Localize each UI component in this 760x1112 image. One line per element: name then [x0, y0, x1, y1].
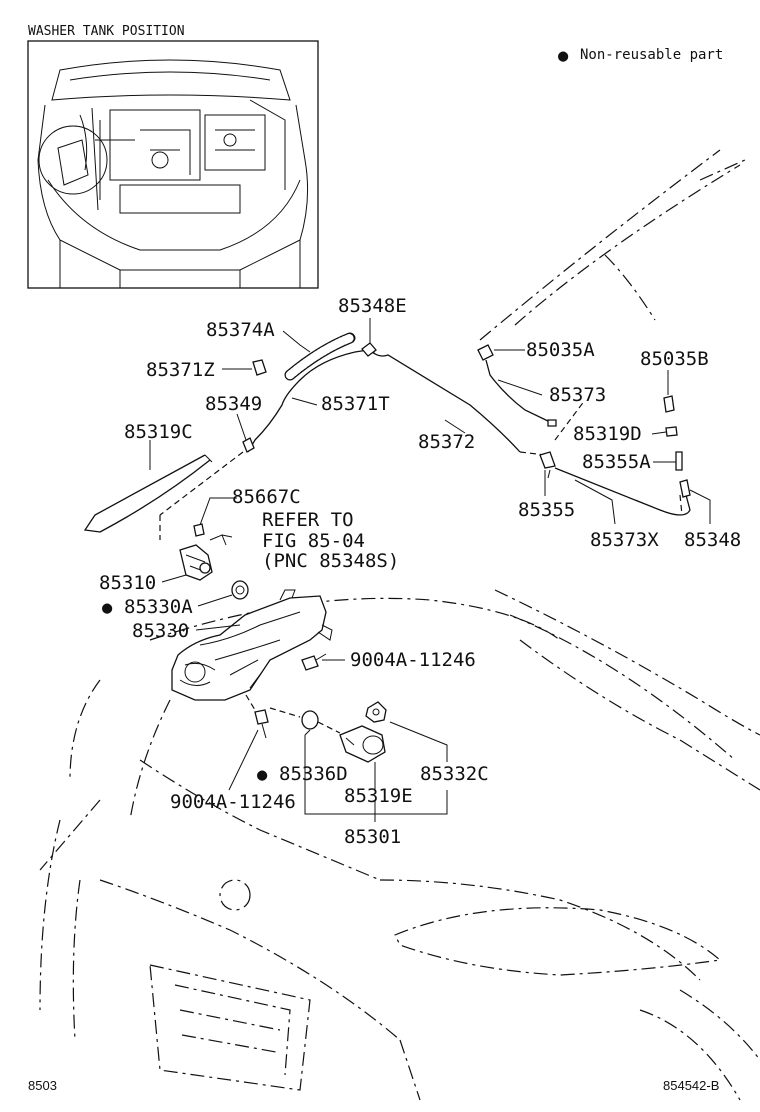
label-85301: 85301	[344, 826, 401, 848]
joint-85349	[242, 437, 255, 453]
corrugated-tube-85374A	[284, 332, 356, 381]
label-85035A: 85035A	[526, 339, 595, 361]
hose-85373	[485, 359, 551, 423]
refer-to-line-3: (PNC 85348S)	[262, 550, 399, 572]
label-9004A-11246-right: 9004A-11246	[350, 649, 476, 671]
label-85319D: 85319D	[573, 423, 642, 445]
clip-85319D	[665, 426, 678, 437]
inset-title: WASHER TANK POSITION	[28, 24, 185, 39]
hose-85319C	[83, 454, 211, 533]
label-85371T: 85371T	[321, 393, 390, 415]
part-labels: 85348E 85374A 85371Z 85349 85371T 85319C…	[99, 295, 741, 848]
hose-85373X	[554, 467, 691, 516]
label-85667C: 85667C	[232, 486, 301, 508]
washer-tank-85330	[171, 589, 333, 701]
label-85310: 85310	[99, 572, 156, 594]
label-85319E: 85319E	[344, 785, 413, 807]
label-85374A: 85374A	[206, 319, 275, 341]
inset-panel: WASHER TANK POSITION	[27, 24, 319, 289]
nozzle-85035A	[477, 344, 494, 361]
bolt-9004A-left	[254, 709, 269, 739]
label-85348: 85348	[684, 529, 741, 551]
label-85349: 85349	[205, 393, 262, 415]
joint-85355	[539, 451, 556, 469]
washer-tank-highlight-circle	[38, 125, 108, 195]
nonreusable-mark-85330A: ●	[102, 598, 113, 618]
label-85035B: 85035B	[640, 348, 709, 370]
clip-85667C	[193, 523, 205, 537]
ring-85336D	[301, 710, 319, 730]
label-85330: 85330	[132, 620, 189, 642]
clip-85371Z	[252, 359, 267, 376]
leader-lines	[149, 318, 711, 822]
grommet-85330A	[231, 580, 249, 600]
motor-85319E	[339, 725, 386, 763]
label-85355A: 85355A	[582, 451, 651, 473]
joint-85348	[679, 479, 691, 498]
legend-symbol: ●	[558, 46, 569, 66]
label-85319C: 85319C	[124, 421, 193, 443]
pump-85310	[179, 544, 213, 581]
legend-text: Non-reusable part	[580, 47, 723, 63]
label-85373X: 85373X	[590, 529, 659, 551]
hose-assembly	[83, 332, 691, 763]
nut-85332C	[365, 701, 387, 723]
label-85372: 85372	[418, 431, 475, 453]
label-85373: 85373	[549, 384, 606, 406]
label-85332C: 85332C	[420, 763, 489, 785]
nonreusable-mark-85336D: ●	[257, 765, 268, 785]
label-85330A: 85330A	[124, 596, 193, 618]
label-85355: 85355	[518, 499, 575, 521]
clip-85355A	[675, 451, 683, 471]
joint-85348E	[361, 342, 377, 357]
refer-to-line-1: REFER TO	[262, 509, 354, 531]
label-85348E: 85348E	[338, 295, 407, 317]
inset-frame	[27, 40, 319, 289]
label-85371Z: 85371Z	[146, 359, 215, 381]
footer-figure-number: 8503	[28, 1078, 57, 1093]
bolt-9004A-right	[301, 653, 327, 671]
inset-engine-bay-illustration	[37, 59, 309, 288]
legend: ● Non-reusable part	[558, 46, 723, 66]
footer-illustration-id: 854542-B	[663, 1078, 719, 1093]
refer-to-line-2: FIG 85-04	[262, 530, 365, 552]
nozzle-85035B	[663, 395, 675, 413]
vehicle-outline	[39, 149, 760, 1101]
label-9004A-11246-left: 9004A-11246	[170, 791, 296, 813]
label-85336D: 85336D	[279, 763, 348, 785]
